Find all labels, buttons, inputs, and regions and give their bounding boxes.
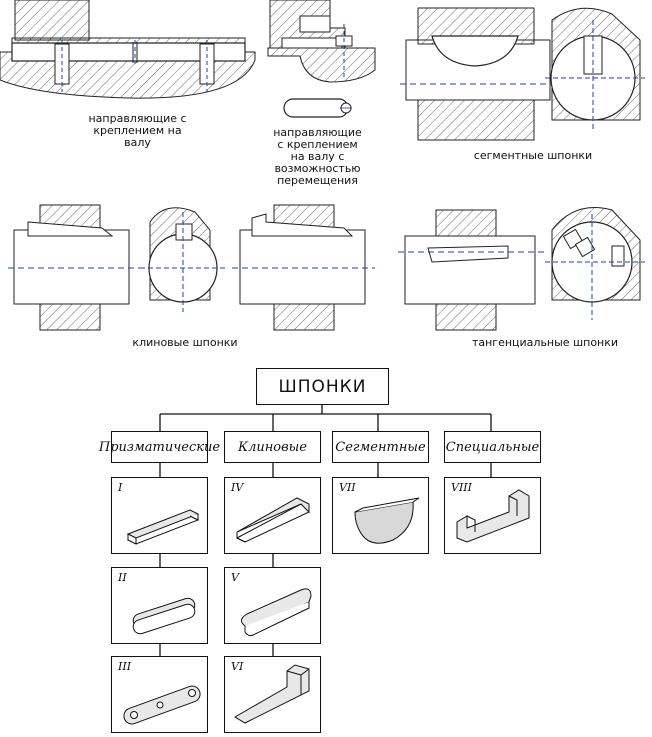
card-numeral: VI [231, 660, 244, 673]
wedge-key-drawing-1 [8, 204, 228, 331]
key-card-8: VIII [444, 477, 541, 554]
key-card-4: IV [224, 477, 321, 554]
caption-wedge: клиновые шпонки [132, 336, 238, 349]
wedge-key-drawing-2 [232, 204, 375, 331]
gib-head-key-icon [234, 664, 310, 724]
prismatic-key-block-icon [126, 509, 200, 545]
prismatic-key-with-holes-icon [123, 685, 201, 725]
special-key-icon [456, 489, 530, 543]
caption-guide-movable: направляющие с креплением на валу с возм… [273, 126, 362, 187]
card-numeral: VIII [451, 481, 472, 494]
key-card-3: III [111, 656, 208, 733]
key-card-5: V [224, 567, 321, 644]
prismatic-key-rounded-icon [132, 597, 196, 635]
card-numeral: V [231, 571, 239, 584]
caption-segment: сегментные шпонки [473, 149, 593, 162]
category-wedge: Клиновые [224, 431, 321, 463]
card-numeral: IV [231, 481, 244, 494]
card-numeral: I [118, 481, 123, 494]
key-card-1: I [111, 477, 208, 554]
key-card-6: VI [224, 656, 321, 733]
wedge-key-icon [235, 497, 310, 543]
card-numeral: III [118, 660, 132, 673]
tree-connectors [159, 405, 492, 656]
segment-key-drawing [400, 7, 645, 141]
category-prismatic: Призматические [99, 431, 220, 463]
caption-guide-fixed: направляющие с креплением на валу [88, 112, 187, 149]
category-segment: Сегментные [332, 431, 429, 463]
key-card-2: II [111, 567, 208, 644]
guide-key-movable-drawing [267, 0, 376, 118]
key-card-7: VII [332, 477, 429, 554]
woodruff-key-icon [354, 497, 420, 544]
tree-root: ШПОНКИ [256, 368, 389, 405]
wedge-key-rounded-icon [241, 588, 312, 637]
tangential-key-drawing [398, 207, 645, 331]
guide-key-fixed-drawing [0, 0, 256, 99]
caption-tangential: тангенциальные шпонки [471, 336, 619, 349]
card-numeral: II [118, 571, 127, 584]
card-numeral: VII [339, 481, 356, 494]
category-special: Специальные [444, 431, 541, 463]
